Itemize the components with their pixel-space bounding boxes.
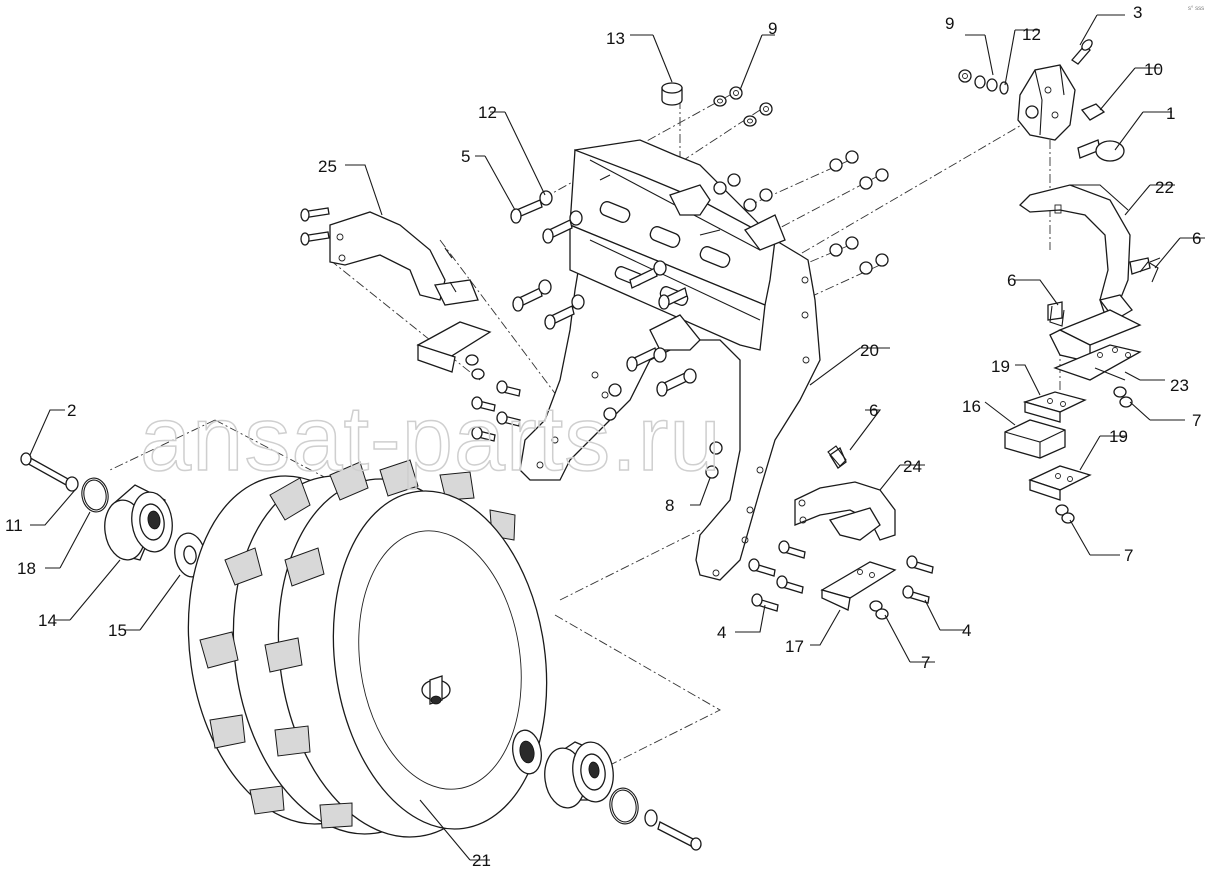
callout-12-a: 12 — [478, 103, 497, 122]
clamp-plate-assembly — [958, 39, 1125, 162]
main-frame-20 — [519, 139, 821, 581]
bolt-right — [644, 809, 702, 851]
callouts: 1 2 3 4 4 5 6 6 6 7 7 7 7 8 9 9 10 11 12… — [5, 3, 1201, 870]
callout-7-c: 7 — [921, 653, 930, 672]
seal-18 — [81, 477, 109, 513]
callout-24: 24 — [903, 457, 922, 476]
callout-9-b: 9 — [945, 14, 954, 33]
callout-15: 15 — [108, 621, 127, 640]
seal-right — [609, 787, 639, 825]
watermark: ansat-parts.ru — [140, 388, 722, 490]
bearing-right — [544, 741, 614, 809]
clip-16 — [1004, 419, 1066, 459]
blade-17 — [820, 561, 897, 620]
bearing-14 — [104, 484, 173, 561]
callout-17: 17 — [785, 637, 804, 656]
callout-1: 1 — [1166, 104, 1175, 123]
bolts-5 — [510, 190, 697, 421]
callout-12-b: 12 — [1022, 25, 1041, 44]
callout-11: 11 — [5, 516, 23, 535]
callout-16: 16 — [962, 397, 981, 416]
callout-25: 25 — [318, 157, 337, 176]
washer-right — [512, 729, 542, 775]
callout-18: 18 — [17, 559, 36, 578]
callout-6-c: 6 — [869, 401, 878, 420]
callout-7-b: 7 — [1124, 546, 1133, 565]
bolts-lower-left — [471, 380, 521, 442]
callout-23: 23 — [1170, 376, 1189, 395]
nuts-washers-9 — [713, 86, 773, 127]
callout-9-a: 9 — [768, 19, 777, 38]
callout-6-a: 6 — [1192, 229, 1201, 248]
callout-20: 20 — [860, 341, 879, 360]
callout-8: 8 — [665, 496, 674, 515]
u-bolts-6 — [827, 257, 1161, 467]
callout-10: 10 — [1144, 60, 1163, 79]
scraper-25 — [300, 207, 492, 380]
bracket-19-upper — [1022, 391, 1087, 423]
callout-22: 22 — [1155, 178, 1174, 197]
frame-nuts — [705, 150, 889, 479]
leader-lines — [29, 14, 1205, 861]
callout-19-b: 19 — [1109, 427, 1128, 446]
bracket-19-lower — [1028, 465, 1092, 524]
callout-14: 14 — [38, 611, 57, 630]
callout-7-a: 7 — [1192, 411, 1201, 430]
callout-13: 13 — [606, 29, 625, 48]
callout-5: 5 — [461, 147, 470, 166]
wheel-21 — [187, 459, 548, 838]
corner-mark: s° sss — [1188, 6, 1204, 12]
scraper-22 — [1018, 184, 1151, 408]
callout-3: 3 — [1133, 3, 1142, 22]
callout-4-b: 4 — [962, 621, 971, 640]
spacer-13 — [661, 82, 683, 106]
callout-19-a: 19 — [991, 357, 1010, 376]
callout-6-b: 6 — [1007, 271, 1016, 290]
bolts-4 — [748, 540, 934, 612]
callout-4-a: 4 — [717, 623, 726, 642]
scraper-24 — [794, 447, 896, 541]
bolt-2 — [20, 452, 79, 492]
callout-21: 21 — [472, 851, 491, 870]
callout-2: 2 — [67, 401, 76, 420]
